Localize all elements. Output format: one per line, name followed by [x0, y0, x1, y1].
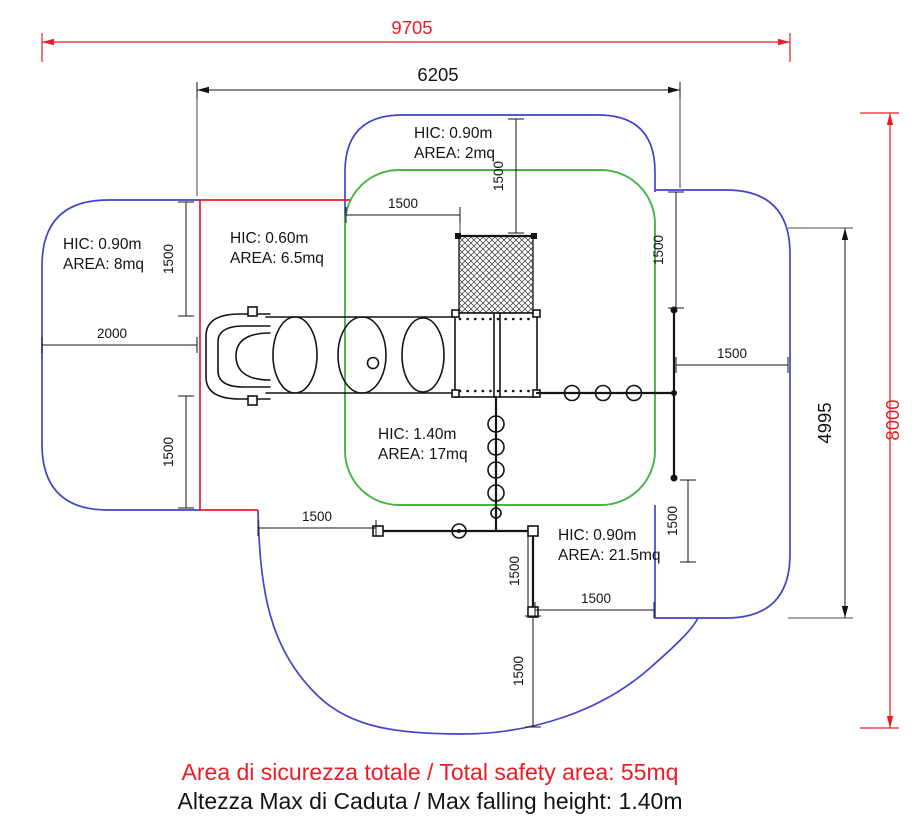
playground-structure: [205, 233, 678, 618]
dim-label-9705: 9705: [391, 17, 432, 38]
slide-top-view: [205, 306, 271, 406]
dimension-1500-left-lower: 1500: [161, 395, 194, 509]
dim-label-1500: 1500: [302, 509, 332, 524]
zone-top-hic: HIC: 0.90m: [414, 125, 492, 142]
zone-center-left-area: AREA: 6.5mq: [230, 250, 324, 267]
zone-label-center-left: HIC: 0.60m AREA: 6.5mq: [230, 230, 324, 267]
dimension-1500-bottom-center-vertical: 1500: [511, 615, 541, 728]
dim-label-1500: 1500: [717, 346, 747, 361]
dimension-right-height: 4995: [788, 227, 853, 619]
dim-label-1500: 1500: [161, 244, 176, 274]
dim-label-6205: 6205: [417, 64, 458, 85]
blue-safety-outlines: [41, 114, 791, 735]
tower-platform: [451, 309, 541, 398]
dimension-overall-width: 9705: [41, 17, 791, 62]
zone-label-center: HIC: 1.40m AREA: 17mq: [378, 426, 468, 463]
total-safety-area-text: Area di sicurezza totale / Total safety …: [182, 759, 679, 785]
dim-label-8000: 8000: [882, 399, 903, 440]
zone-labels: HIC: 0.90m AREA: 8mq HIC: 0.60m AREA: 6.…: [63, 125, 661, 564]
dim-label-2000: 2000: [97, 326, 127, 341]
dimension-inner-width: 6205: [196, 64, 681, 196]
zone-left-area: AREA: 8mq: [63, 256, 144, 273]
dimension-1500-left-upper: 1500: [161, 201, 194, 317]
dim-label-1500: 1500: [491, 161, 506, 191]
safety-outline-left: [41, 199, 200, 511]
dim-label-1500: 1500: [665, 506, 680, 536]
footer-titles: Area di sicurezza totale / Total safety …: [178, 759, 683, 814]
dimension-overall-height: 8000: [860, 112, 903, 729]
red-boundary-lines: [199, 199, 350, 511]
zone-center-area: AREA: 17mq: [378, 446, 468, 463]
safety-outline-right: [654, 189, 791, 619]
dim-label-1500: 1500: [388, 196, 418, 211]
dimension-1500-right-upper: 1500: [651, 191, 684, 309]
green-equipment-outline: [344, 169, 656, 506]
zone-label-top: HIC: 0.90m AREA: 2mq: [414, 125, 495, 162]
dim-label-1500: 1500: [161, 437, 176, 467]
dimension-1500-bottom-left: 1500: [257, 509, 377, 536]
zone-label-bottom-right: HIC: 0.90m AREA: 21.5mq: [558, 527, 661, 564]
balance-beam-right: [535, 306, 678, 482]
safety-outline-top: [344, 114, 656, 222]
dimension-1500-bottom-center-horizontal: 1500: [534, 591, 655, 618]
dimension-1500-right-lower: 1500: [665, 479, 696, 563]
dim-label-4995: 4995: [814, 402, 835, 443]
max-falling-height-text: Altezza Max di Caduta / Max falling heig…: [178, 788, 683, 814]
dimension-1500-green-topleft: 1500: [345, 196, 461, 234]
zone-left-hic: HIC: 0.90m: [63, 236, 141, 253]
dimension-1500-top-center: 1500: [491, 118, 524, 234]
dimension-2000-left: 2000: [41, 326, 198, 353]
zone-center-left-hic: HIC: 0.60m: [230, 230, 308, 247]
zone-bottom-right-area: AREA: 21.5mq: [558, 547, 661, 564]
zone-bottom-right-hic: HIC: 0.90m: [558, 527, 636, 544]
dim-label-1500: 1500: [581, 591, 611, 606]
dimension-1500-right-horizontal: 1500: [675, 346, 789, 373]
zone-top-area: AREA: 2mq: [414, 145, 495, 162]
tunnel-porthole: [366, 356, 380, 370]
crawl-tunnel: [265, 316, 456, 394]
ring-climber: [487, 395, 505, 533]
safety-outline-bottom: [257, 509, 699, 735]
zone-label-left: HIC: 0.90m AREA: 8mq: [63, 236, 144, 273]
dim-label-1500: 1500: [507, 556, 522, 586]
dim-label-1500: 1500: [651, 235, 666, 265]
dim-label-1500: 1500: [511, 656, 526, 686]
dimension-1500-structure-vertical: 1500: [507, 534, 529, 608]
zone-center-hic: HIC: 1.40m: [378, 426, 456, 443]
climbing-net: [454, 233, 538, 314]
